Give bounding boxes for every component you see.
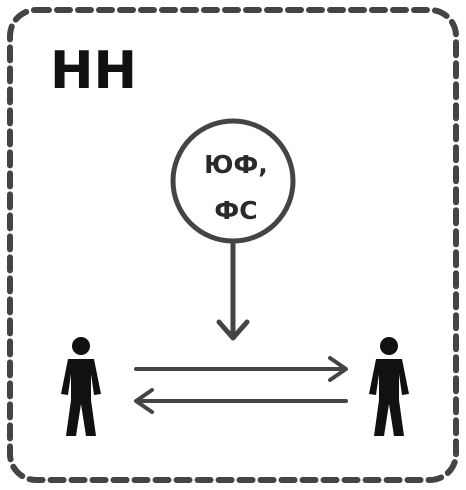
person-icon bbox=[369, 337, 409, 436]
arrow-down-head bbox=[216, 319, 250, 341]
arrow-left-head bbox=[134, 388, 154, 414]
factor-node-label-line1: ЮФ, bbox=[204, 150, 268, 179]
dashed-boundary bbox=[7, 7, 459, 483]
factor-node: ЮФ, ФС bbox=[170, 118, 296, 244]
factor-node-label-line2: ФС bbox=[214, 196, 257, 225]
diagram-title: НН bbox=[50, 41, 137, 101]
person-icon bbox=[61, 337, 101, 436]
arrow-right-head bbox=[328, 356, 348, 382]
